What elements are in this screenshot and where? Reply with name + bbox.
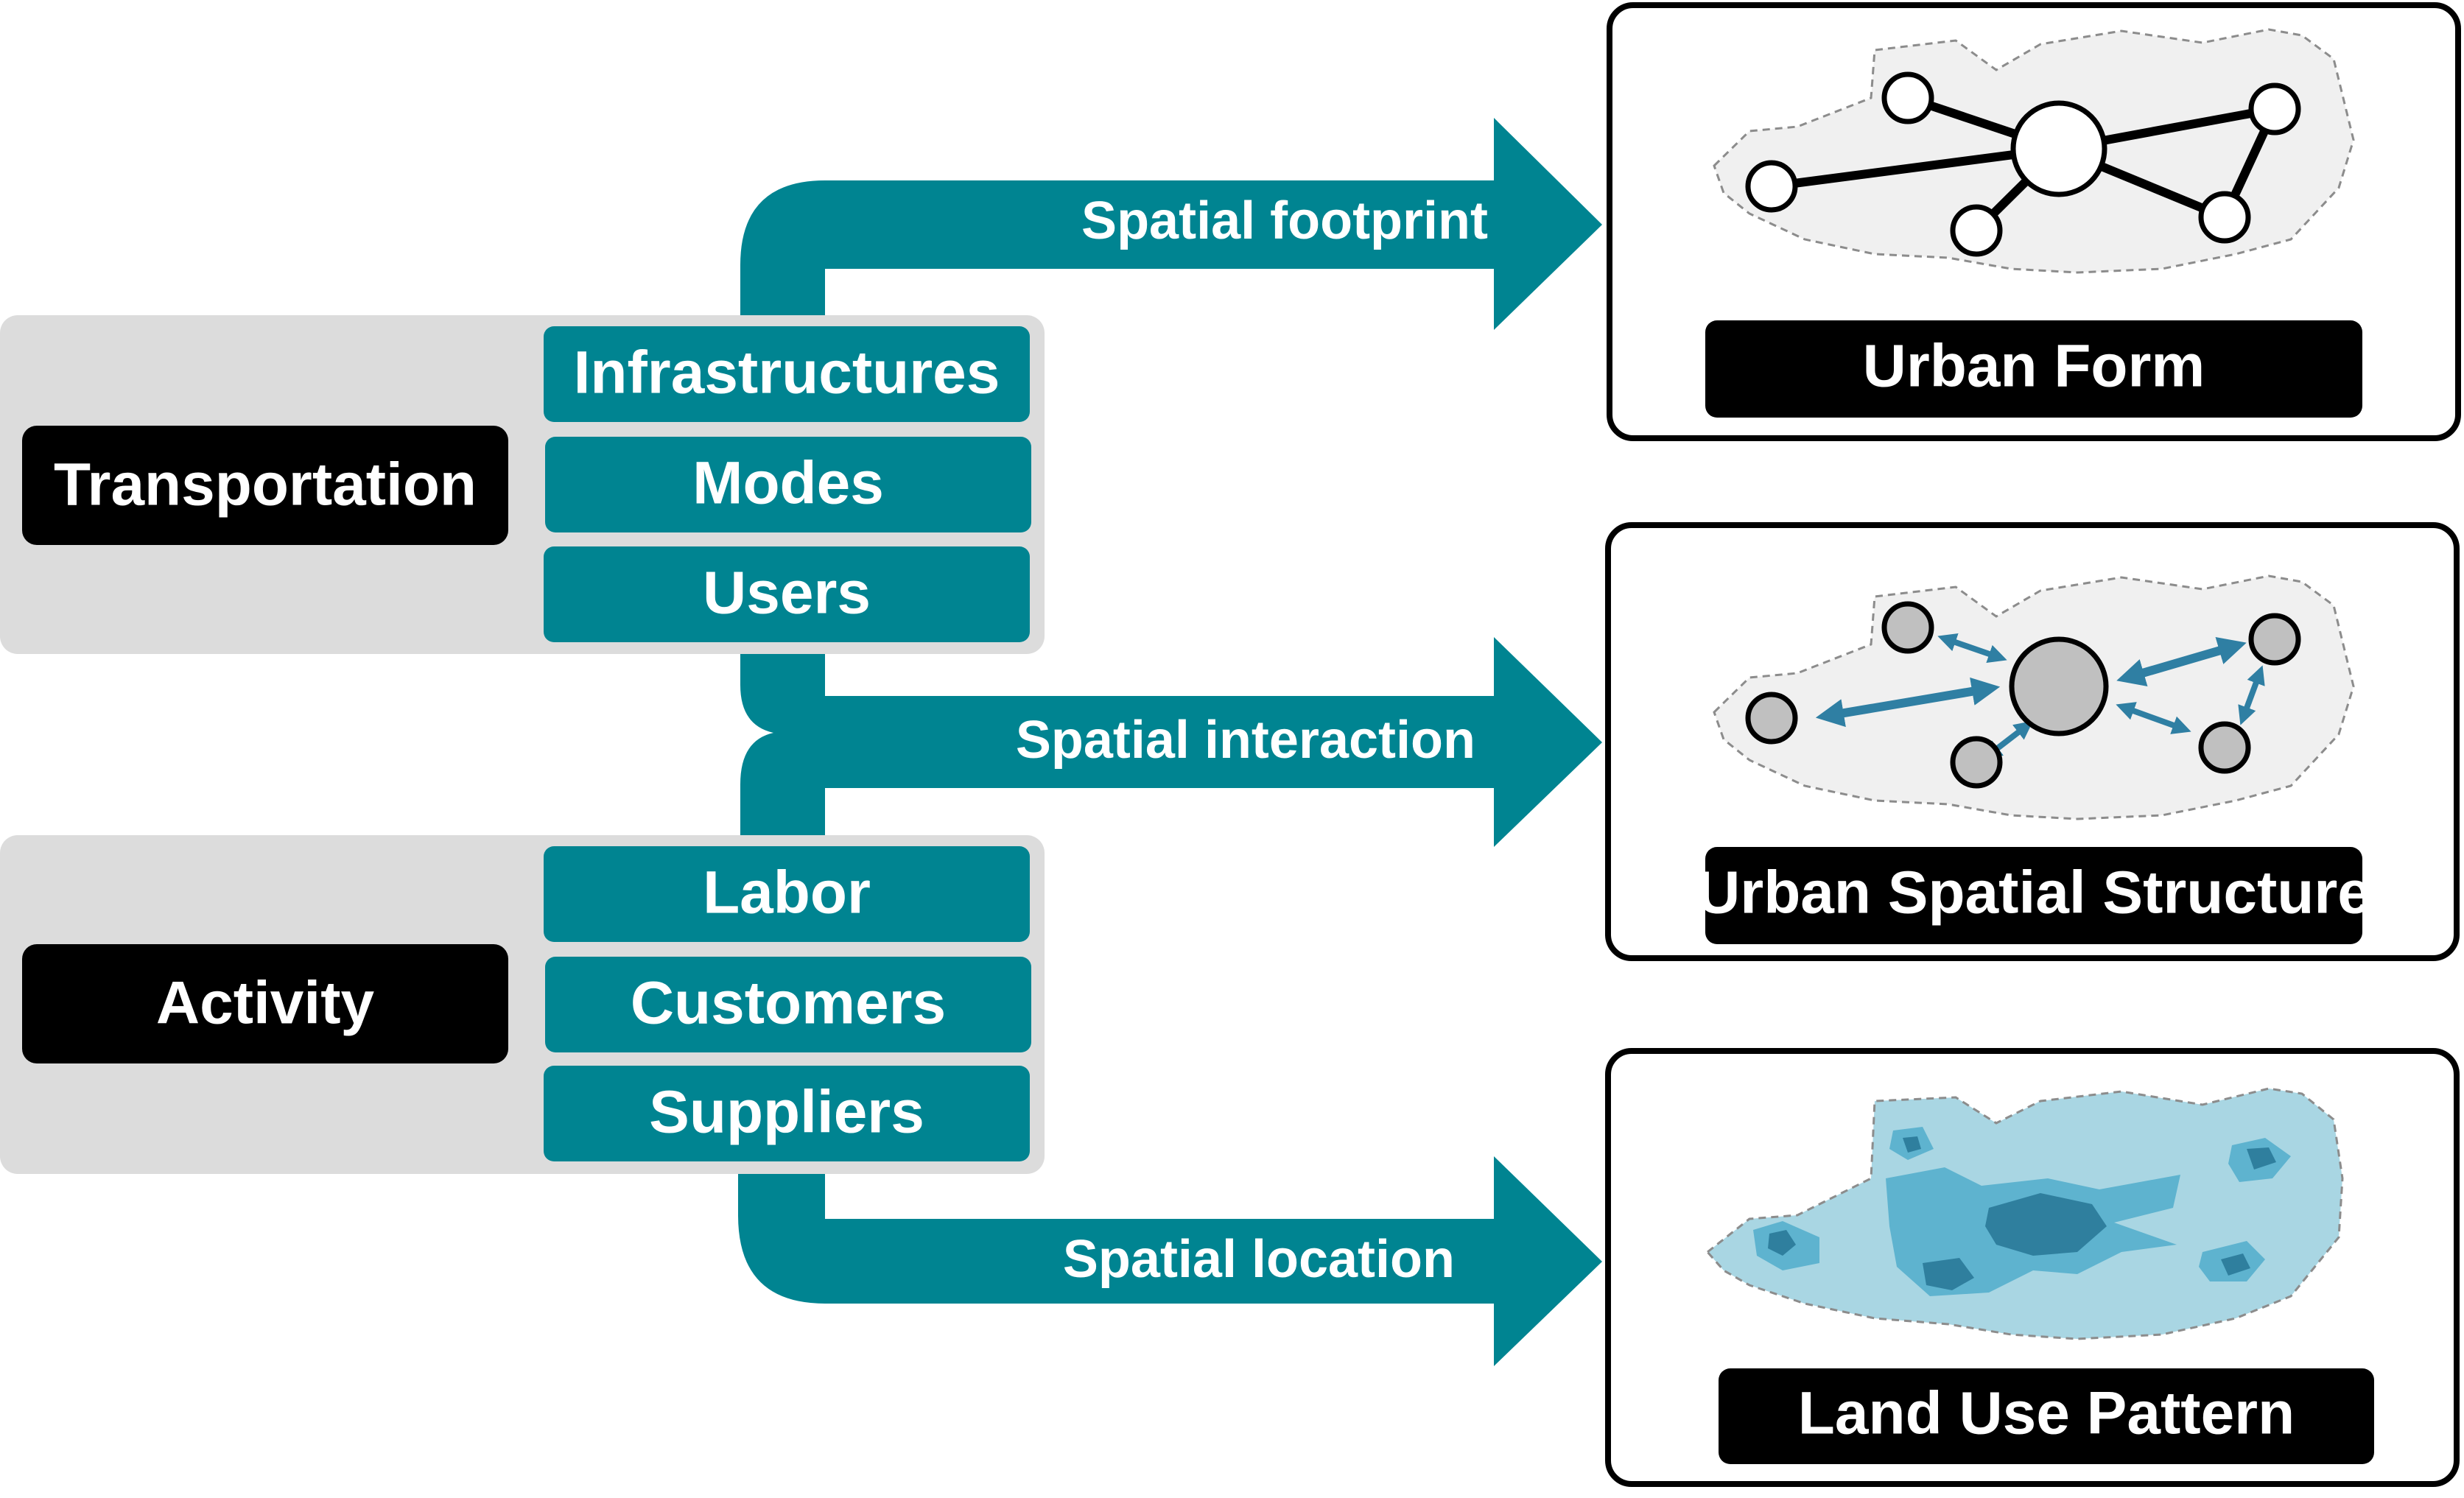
urban-form-label-box <box>1705 320 2362 418</box>
transportation-item-box-1 <box>544 326 1030 422</box>
network-link <box>1767 144 2063 191</box>
land-use-pattern-label: Land Use Pattern <box>1798 1380 2295 1447</box>
activity-item-box-2 <box>545 957 1031 1052</box>
network-node <box>2248 82 2301 136</box>
flow-arrows <box>738 118 1602 1366</box>
urban-form-label: Urban Form <box>1863 333 2205 400</box>
spatial-footprint-label: Spatial footprint <box>1081 191 1488 250</box>
transportation-item-modes: Modes <box>692 450 884 517</box>
network-node <box>1881 71 1934 124</box>
spatial-interaction-arrow <box>740 633 1602 847</box>
spatial-location-label: Spatial location <box>1063 1230 1455 1289</box>
transportation-item-box-3 <box>544 546 1030 642</box>
activity-item-customers: Customers <box>631 970 946 1037</box>
transportation-label-box <box>22 426 508 545</box>
structure-node <box>2198 721 2251 774</box>
land-use-core <box>2247 1147 2276 1170</box>
land-use-core <box>1923 1258 1974 1290</box>
urban-form-nodes <box>1745 71 2301 257</box>
interaction-arrow <box>2238 665 2265 725</box>
interaction-arrow <box>1815 677 2001 728</box>
urban-spatial-structure-panel: Urban Spatial Structure <box>1605 522 2460 961</box>
spatial-footprint-arrow <box>740 118 1602 330</box>
land-use-core <box>1768 1230 1796 1256</box>
urban-form-panel: Urban Form <box>1607 2 2461 441</box>
interaction-arrow <box>2116 702 2191 734</box>
activity-item-box-3 <box>544 1066 1030 1161</box>
land-use-core <box>1985 1193 2107 1256</box>
activity-item-box-1 <box>544 846 1030 942</box>
interaction-arrow <box>1937 633 2007 664</box>
structure-node <box>1950 736 2003 789</box>
transportation-item-users: Users <box>703 560 871 627</box>
network-hub-node <box>2010 100 2107 197</box>
transportation-item-box-2 <box>545 437 1031 532</box>
activity-item-labor: Labor <box>703 859 871 926</box>
interaction-arrow <box>2116 637 2247 686</box>
structure-node <box>1745 692 1798 745</box>
structure-hub-node <box>2009 636 2109 736</box>
activity-label: Activity <box>156 970 375 1037</box>
activity-group: Activity Labor Customers Suppliers <box>0 835 1045 1174</box>
activity-label-box <box>22 944 508 1063</box>
urban-spatial-structure-label: Urban Spatial Structure <box>1696 859 2371 926</box>
land-use-core <box>1903 1136 1921 1153</box>
transportation-label: Transportation <box>54 451 477 518</box>
spatial-location-arrow <box>738 1156 1602 1366</box>
structure-node <box>2248 613 2301 666</box>
urban-spatial-structure-nodes <box>1745 601 2301 789</box>
structure-node <box>1881 601 1934 654</box>
land-use-core <box>2221 1253 2250 1276</box>
network-node <box>1745 160 1798 213</box>
network-node <box>2198 191 2251 244</box>
transportation-item-infrastructures: Infrastructures <box>574 340 1000 407</box>
spatial-interaction-label: Spatial interaction <box>1016 711 1475 770</box>
urban-spatial-structure-label-box <box>1705 847 2362 944</box>
transportation-group: Transportation Infrastructures Modes Use… <box>0 315 1045 654</box>
network-node <box>1950 204 2003 257</box>
interaction-arrows <box>1815 633 2265 760</box>
activity-item-suppliers: Suppliers <box>649 1079 924 1146</box>
land-use-pattern-label-box <box>1719 1368 2374 1464</box>
land-use-pattern-panel: Land Use Pattern <box>1605 1048 2460 1487</box>
land-use-zone-high <box>1768 1136 2276 1290</box>
